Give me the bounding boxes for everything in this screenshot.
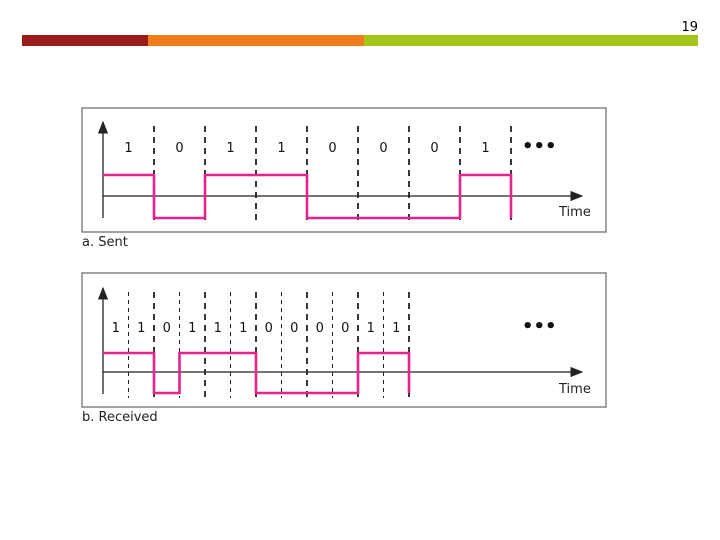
sent-time-label: Time [558,205,591,220]
received-bit-label: 0 [341,321,349,336]
received-bit-label: 0 [163,321,171,336]
sent-bit-label: 0 [175,141,183,156]
received-bit-label: 1 [392,321,400,336]
received-bit-label: 1 [239,321,247,336]
received-ellipsis: ••• [522,316,557,337]
received-time-label: Time [558,382,591,397]
received-bit-label: 1 [367,321,375,336]
sent-bit-label: 1 [481,141,489,156]
received-bit-labels: 1 1 0 1 1 1 0 0 0 0 1 1 [112,321,401,336]
panel-sent-frame [81,107,607,233]
sent-caption: a. Sent [82,235,128,250]
received-signal-waveform [103,351,411,395]
sent-bit-label: 1 [277,141,285,156]
sent-signal-waveform [103,173,513,220]
sent-bit-label: 0 [430,141,438,156]
bar-segment-red [22,35,148,46]
panel-received: 1 1 0 1 1 1 0 0 0 0 1 1 ••• Time [81,272,607,408]
received-bit-label: 1 [188,321,196,336]
bar-segment-green [364,35,698,46]
sent-bit-labels: 1 0 1 1 0 0 0 1 [124,141,489,156]
received-caption: b. Received [82,410,158,425]
sent-bit-label: 0 [379,141,387,156]
sent-ellipsis: ••• [522,136,557,157]
received-bit-label: 1 [214,321,222,336]
header-color-bar [22,35,698,46]
received-bit-label: 1 [137,321,145,336]
received-bit-label: 0 [290,321,298,336]
received-bit-label: 1 [112,321,120,336]
received-bit-label: 0 [316,321,324,336]
panel-sent: 1 0 1 1 0 0 0 1 ••• Time [81,107,607,233]
received-bit-label: 0 [265,321,273,336]
panel-received-frame [81,272,607,408]
sent-bit-label: 1 [124,141,132,156]
page-number: 19 [681,20,698,35]
bar-segment-orange [148,35,364,46]
sent-bit-label: 1 [226,141,234,156]
sent-bit-label: 0 [328,141,336,156]
